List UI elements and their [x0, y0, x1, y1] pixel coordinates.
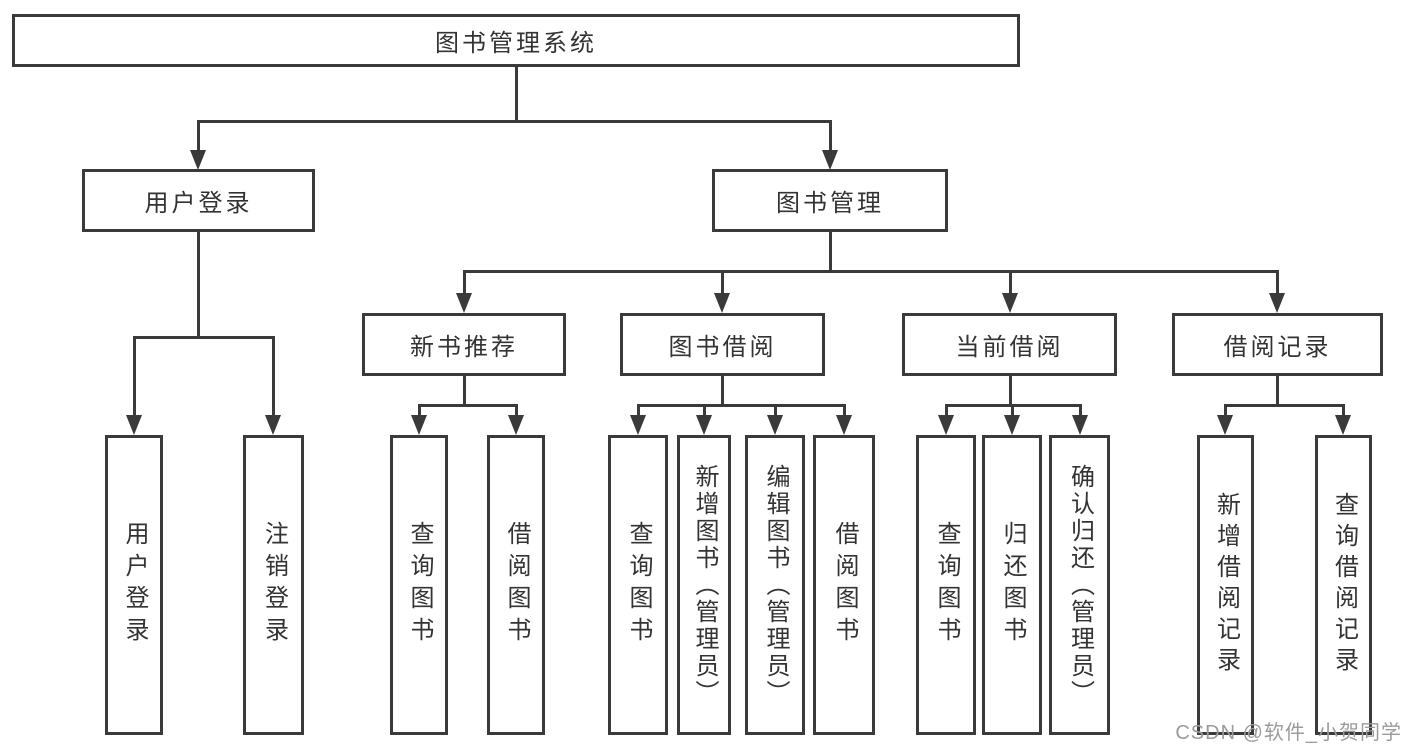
arrow-down-icon	[1217, 415, 1233, 435]
connector-stem	[1276, 270, 1279, 295]
connector-stem	[197, 232, 200, 339]
connector-stem	[945, 404, 948, 417]
node-label: 图书管理系统	[435, 30, 597, 57]
arrow-down-icon	[1072, 415, 1088, 435]
connector-stem	[1011, 404, 1014, 417]
leaf-confirm-return-admin: 确认归还（管理员）	[1049, 435, 1110, 735]
connector-stem	[463, 270, 466, 295]
arrow-down-icon	[630, 415, 646, 435]
connector-stem	[829, 120, 832, 152]
arrow-down-icon	[456, 293, 472, 313]
connector-stem	[721, 270, 724, 295]
connector-bus	[133, 336, 275, 339]
csdn-watermark: CSDN @软件_小贺同学	[1175, 722, 1402, 744]
connector-stem	[1342, 404, 1345, 417]
node-label: 查询图书	[406, 521, 433, 649]
connector-bus	[418, 404, 518, 407]
node-label: 借阅记录	[1223, 334, 1332, 361]
connector-stem	[197, 120, 200, 152]
arrow-down-icon	[767, 415, 783, 435]
connector-bus	[1224, 404, 1345, 407]
arrow-down-icon	[836, 415, 852, 435]
leaf-borrow-books-recommend: 借阅图书	[487, 435, 545, 735]
connector-stem	[1009, 376, 1012, 407]
node-label: 借阅图书	[503, 521, 530, 649]
arrow-down-icon	[938, 415, 954, 435]
arrow-down-icon	[190, 150, 206, 170]
node-label: 当前借阅	[955, 334, 1064, 361]
node-label: 注销登录	[260, 521, 288, 649]
node-label: 用户登录	[121, 521, 148, 649]
node-label: 借阅图书	[831, 521, 858, 649]
connector-bus	[637, 404, 846, 407]
connector-stem	[418, 404, 421, 417]
node-label: 归还图书	[999, 521, 1026, 649]
arrow-down-icon	[1269, 293, 1285, 313]
leaf-edit-books-admin: 编辑图书（管理员）	[745, 435, 805, 735]
node-label: 新增图书（管理员）	[691, 463, 718, 707]
node-label: 编辑图书（管理员）	[762, 463, 789, 707]
node-label: 新增借阅记录	[1212, 492, 1240, 678]
connector-stem	[515, 67, 518, 123]
connector-stem	[1009, 270, 1012, 295]
node-root: 图书管理系统	[12, 14, 1020, 67]
node-label: 查询借阅记录	[1330, 492, 1358, 678]
connector-stem	[637, 404, 640, 417]
leaf-query-borrow-record: 查询借阅记录	[1315, 435, 1372, 735]
node-borrow-records: 借阅记录	[1172, 313, 1383, 376]
leaf-query-books-borrow: 查询图书	[608, 435, 668, 735]
node-book-borrow: 图书借阅	[620, 313, 825, 376]
arrow-down-icon	[1335, 415, 1351, 435]
leaf-query-books-current: 查询图书	[916, 435, 976, 735]
leaf-add-books-admin: 新增图书（管理员）	[677, 435, 731, 735]
connector-stem	[1276, 376, 1279, 407]
arrow-down-icon	[822, 150, 838, 170]
node-label: 用户登录	[144, 190, 253, 217]
arrow-down-icon	[265, 415, 281, 435]
arrow-down-icon	[1002, 293, 1018, 313]
node-current-borrow: 当前借阅	[902, 313, 1117, 376]
arrow-down-icon	[411, 415, 427, 435]
node-new-book-recommend: 新书推荐	[362, 313, 566, 376]
connector-stem	[133, 336, 136, 417]
connector-stem	[272, 336, 275, 417]
connector-bus	[463, 270, 1278, 273]
node-book-management: 图书管理	[712, 169, 948, 232]
node-label: 图书借阅	[668, 334, 777, 361]
connector-bus	[197, 120, 832, 123]
connector-stem	[774, 404, 777, 417]
node-label: 查询图书	[933, 521, 960, 649]
leaf-add-borrow-record: 新增借阅记录	[1197, 435, 1254, 735]
node-user-login: 用户登录	[82, 169, 315, 232]
connector-stem	[703, 404, 706, 417]
leaf-user-login: 用户登录	[105, 435, 163, 735]
connector-stem	[843, 404, 846, 417]
node-label: 新书推荐	[410, 334, 518, 361]
node-label: 确认归还（管理员）	[1066, 463, 1094, 707]
arrow-down-icon	[1004, 415, 1020, 435]
leaf-logout: 注销登录	[243, 435, 304, 735]
arrow-down-icon	[714, 293, 730, 313]
connector-stem	[1079, 404, 1082, 417]
connector-stem	[463, 376, 466, 407]
leaf-query-books-recommend: 查询图书	[390, 435, 448, 735]
node-label: 图书管理	[776, 190, 884, 217]
connector-stem	[829, 232, 832, 273]
leaf-return-books: 归还图书	[982, 435, 1042, 735]
arrow-down-icon	[508, 415, 524, 435]
arrow-down-icon	[696, 415, 712, 435]
connector-stem	[1224, 404, 1227, 417]
connector-stem	[721, 376, 724, 407]
leaf-borrow-books: 借阅图书	[813, 435, 875, 735]
node-label: 查询图书	[625, 521, 652, 649]
connector-stem	[515, 404, 518, 417]
arrow-down-icon	[126, 415, 142, 435]
